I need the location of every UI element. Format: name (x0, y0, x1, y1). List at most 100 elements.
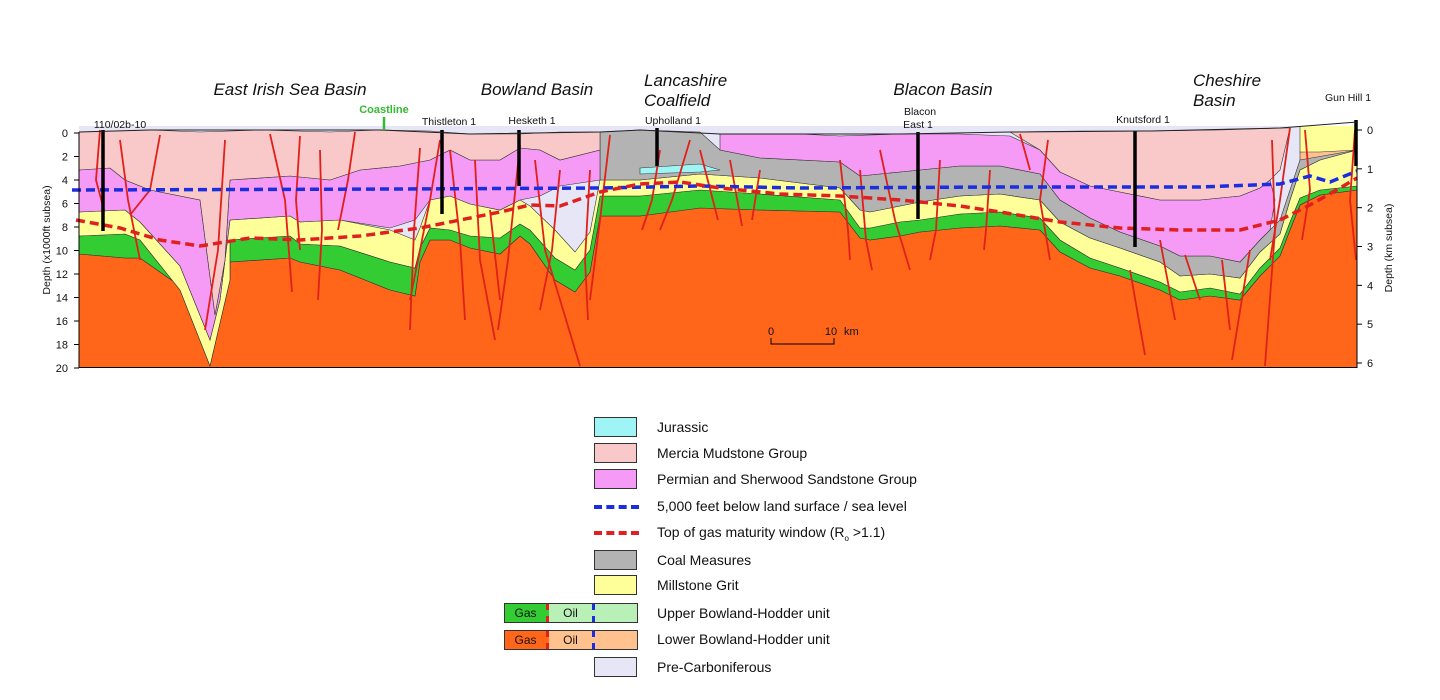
basin-east-irish-sea: East Irish Sea Basin (213, 80, 366, 99)
left-axis-tick-label: 14 (56, 293, 68, 305)
upper-oil-label: Oil (549, 604, 595, 622)
swatch-precarb (594, 657, 637, 677)
swatch-coal (594, 550, 637, 570)
fault (859, 169, 873, 271)
scale-end: 10 (825, 326, 837, 338)
well-label-blacon-east: East 1 (903, 119, 933, 131)
legend-coal (594, 549, 637, 571)
legend-jurassic (594, 416, 637, 438)
legend-label-maturity: Top of gas maturity window (Ro >1.1) (657, 524, 886, 543)
fault (317, 149, 323, 301)
left-axis-tick-label: 10 (56, 246, 68, 258)
fault (539, 169, 561, 311)
swatch-sea-level-line (594, 505, 639, 509)
fault (449, 149, 466, 321)
well-label-blacon: Blacon (904, 106, 936, 118)
fault (474, 159, 496, 341)
fault-lines (95, 127, 1357, 367)
left-axis-tick-label: 8 (62, 222, 68, 234)
left-axis-label: Depth (x1000ft subsea) (41, 185, 53, 294)
right-axis-ticks: 0 1 2 3 4 5 6 (1357, 125, 1373, 370)
right-axis-tick-label: 1 (1367, 164, 1373, 176)
right-axis-label: Depth (km subsea) (1383, 204, 1395, 293)
fault (1129, 269, 1146, 356)
fault (1184, 254, 1201, 301)
basin-bowland: Bowland Basin (481, 80, 593, 99)
basin-lancashire-coalfield-2: Coalfield (644, 91, 711, 110)
fault (1019, 133, 1031, 171)
legend-millstone (594, 574, 637, 596)
left-axis-tick-label: 0 (62, 128, 68, 140)
scale-start: 0 (768, 326, 774, 338)
scale-unit: km (844, 326, 859, 338)
lower-oil-label: Oil (549, 631, 595, 649)
fault (1301, 129, 1311, 241)
fault (337, 131, 356, 231)
fault (497, 144, 521, 331)
swatch-permian (594, 469, 637, 489)
legend-label-upper-bowland: Upper Bowland-Hodder unit (657, 605, 830, 621)
fault (659, 139, 691, 231)
legend-label-mercia: Mercia Mudstone Group (657, 445, 808, 461)
right-axis-tick-label: 4 (1367, 280, 1373, 292)
fault (839, 159, 851, 261)
geology-layers (79, 126, 1357, 368)
basin-blacon: Blacon Basin (893, 80, 992, 99)
swatch-millstone (594, 575, 637, 595)
legend-permian (594, 468, 637, 490)
right-axis-tick-label: 0 (1367, 125, 1373, 137)
legend-label-precarb: Pre-Carboniferous (657, 659, 772, 675)
left-axis-tick-label: 12 (56, 269, 68, 281)
left-axis-tick-label: 18 (56, 340, 68, 352)
well-label-thistleton: Thistleton 1 (422, 116, 476, 128)
well-label-knutsford: Knutsford 1 (1116, 114, 1170, 126)
basin-cheshire-1: Cheshire (1193, 71, 1261, 90)
left-axis-tick-label: 4 (62, 175, 68, 187)
right-axis-tick-label: 2 (1367, 203, 1373, 215)
left-axis-tick-label: 20 (56, 363, 68, 375)
legend-label-coal: Coal Measures (657, 552, 752, 568)
left-axis-tick-label: 16 (56, 316, 68, 328)
right-axis-tick-label: 5 (1367, 319, 1373, 331)
legend-mercia (594, 442, 637, 464)
fault (584, 169, 591, 321)
right-axis-tick-label: 3 (1367, 242, 1373, 254)
swatch-upper-bowland: Gas Oil (504, 603, 638, 623)
well-label-110-02b-10: 110/02b-10 (94, 119, 147, 131)
fault (751, 169, 761, 221)
fault (269, 133, 293, 293)
swatch-lower-bowland: Gas Oil (504, 630, 638, 650)
fault (983, 169, 991, 251)
legend-label-sea-level: 5,000 feet below land surface / sea leve… (657, 498, 907, 514)
fault (589, 134, 611, 301)
fault (1159, 239, 1176, 321)
fault (489, 209, 501, 301)
legend-label-jurassic: Jurassic (657, 419, 709, 435)
fault (1039, 139, 1051, 261)
layer-millstone-east (1299, 126, 1357, 153)
right-axis-tick-label: 6 (1367, 358, 1373, 370)
left-axis-ticks: 0 2 4 6 8 10 12 14 16 18 20 (56, 128, 79, 375)
fault (1269, 127, 1291, 261)
legend-label-lower-bowland: Lower Bowland-Hodder unit (657, 631, 830, 647)
upper-gas-label: Gas (505, 604, 549, 622)
fault (1221, 259, 1231, 331)
well-label-hesketh: Hesketh 1 (508, 115, 555, 127)
coastline-label: Coastline (359, 104, 409, 116)
legend-label-permian: Permian and Sherwood Sandstone Group (657, 471, 917, 487)
sea-level-5000ft-line (71, 169, 1358, 192)
fault (729, 159, 743, 227)
fault (1231, 249, 1251, 361)
fault (204, 139, 226, 331)
gas-maturity-line (75, 176, 1358, 248)
layer-jurassic (639, 163, 721, 175)
left-axis-tick-label: 2 (62, 152, 68, 164)
scale-bar: 0 10 km (768, 326, 859, 345)
legend-precarb (594, 656, 637, 678)
fault (879, 149, 911, 271)
wells (101, 120, 1358, 247)
left-axis-tick-label: 6 (62, 199, 68, 211)
swatch-mercia (594, 443, 637, 463)
